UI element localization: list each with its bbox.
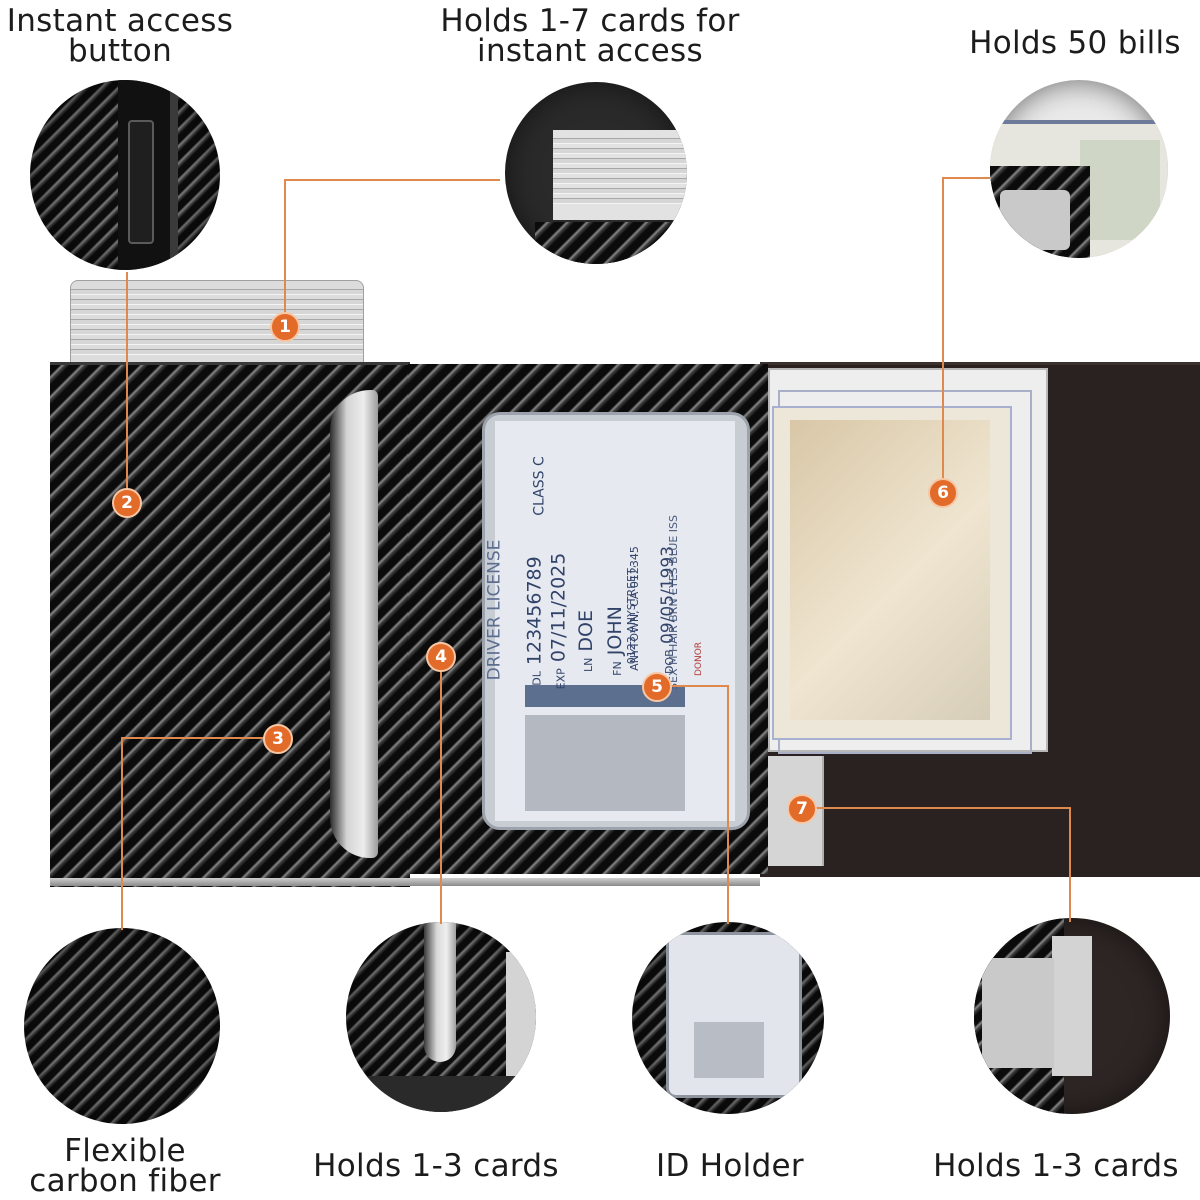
label-line: Flexible [64,1133,186,1169]
marker-3: 3 [263,724,293,754]
label-line: button [67,33,173,69]
label-line: Holds 1-3 cards [933,1148,1179,1184]
label-line: Holds 50 bills [969,25,1181,61]
label-instant-access-button: Instant access button [0,3,240,69]
marker-7: 7 [787,794,817,824]
label-holds-1-3-cards-left: Holds 1-3 cards [296,1148,576,1184]
label-line: ID Holder [656,1148,804,1184]
detail-circle-instant-button [30,80,220,270]
id-zoom-stripe [694,1022,764,1078]
ejector-button [128,120,154,244]
ejected-cards [70,280,364,368]
bill-print-area [790,420,990,720]
label-holds-bills: Holds 50 bills [960,25,1190,61]
wallet-top-band [990,166,1090,186]
label-line: instant access [477,33,703,69]
card-stack [553,130,687,220]
license-dl-label: DL [530,671,544,686]
id-card-corner [982,958,1054,1068]
detail-circle-left-slot [346,922,536,1112]
right-slot-card [1052,936,1092,1076]
slot-card-edge [424,922,456,1062]
license-exp-date: 07/11/2025 [547,552,570,663]
wallet-edge [535,222,687,264]
license-last-name: DOE [575,610,597,652]
license-class: CLASS C [531,456,548,516]
slot-card-partial [506,952,536,1082]
id-window-mini [1000,190,1070,250]
label-holds-1-3-cards-right: Holds 1-3 cards [916,1148,1196,1184]
license-sex-hair-eyes: SEX M HAIR BRN EYES BLUE ISS [666,515,680,690]
license-donor: DONOR [694,641,705,677]
license-fn-label: FN [610,661,624,676]
marker-5: 5 [642,672,672,702]
detail-circle-bills [990,80,1168,258]
license-exp: EXP 07/11/2025 [547,553,569,690]
marker-6: 6 [928,478,958,508]
marker-1: 1 [270,312,300,342]
license-city: ANYTOWN, CA 012345 [627,546,641,671]
button-slot-edge [170,80,178,270]
license-ln-label: LN [582,657,595,672]
detail-circle-right-slot [974,918,1170,1114]
label-flexible-carbon: Flexible carbon fiber [0,1133,250,1199]
label-line: carbon fiber [29,1163,221,1199]
license-dl: DL 123456789 [524,556,546,685]
label-holds-cards-instant: Holds 1-7 cards for instant access [430,3,750,69]
label-line: Instant access [6,3,234,39]
license-fn: FN JOHN [604,606,626,676]
wallet-base [346,1076,536,1112]
label-id-holder: ID Holder [620,1148,840,1184]
wallet-bottom-edge [50,878,760,886]
license-exp-label: EXP [554,668,568,690]
id-stripe [525,715,685,811]
detail-circle-card-stack [505,82,687,264]
bills-stack [768,368,1048,754]
bill-print [1080,140,1160,240]
detail-circle-id-holder [632,922,824,1114]
marker-2: 2 [112,488,142,518]
license-ln: LN DOE [575,610,597,672]
label-line: Holds 1-7 cards for [440,3,740,39]
license-header: DRIVER LICENSE [484,539,505,681]
id-window [482,412,750,830]
license-first-name: JOHN [603,606,626,656]
license-dl-number: 123456789 [523,556,546,666]
label-line: Holds 1-3 cards [313,1148,559,1184]
left-card-slot [330,390,378,858]
marker-4: 4 [426,642,456,672]
detail-circle-carbon-fiber [24,928,220,1124]
